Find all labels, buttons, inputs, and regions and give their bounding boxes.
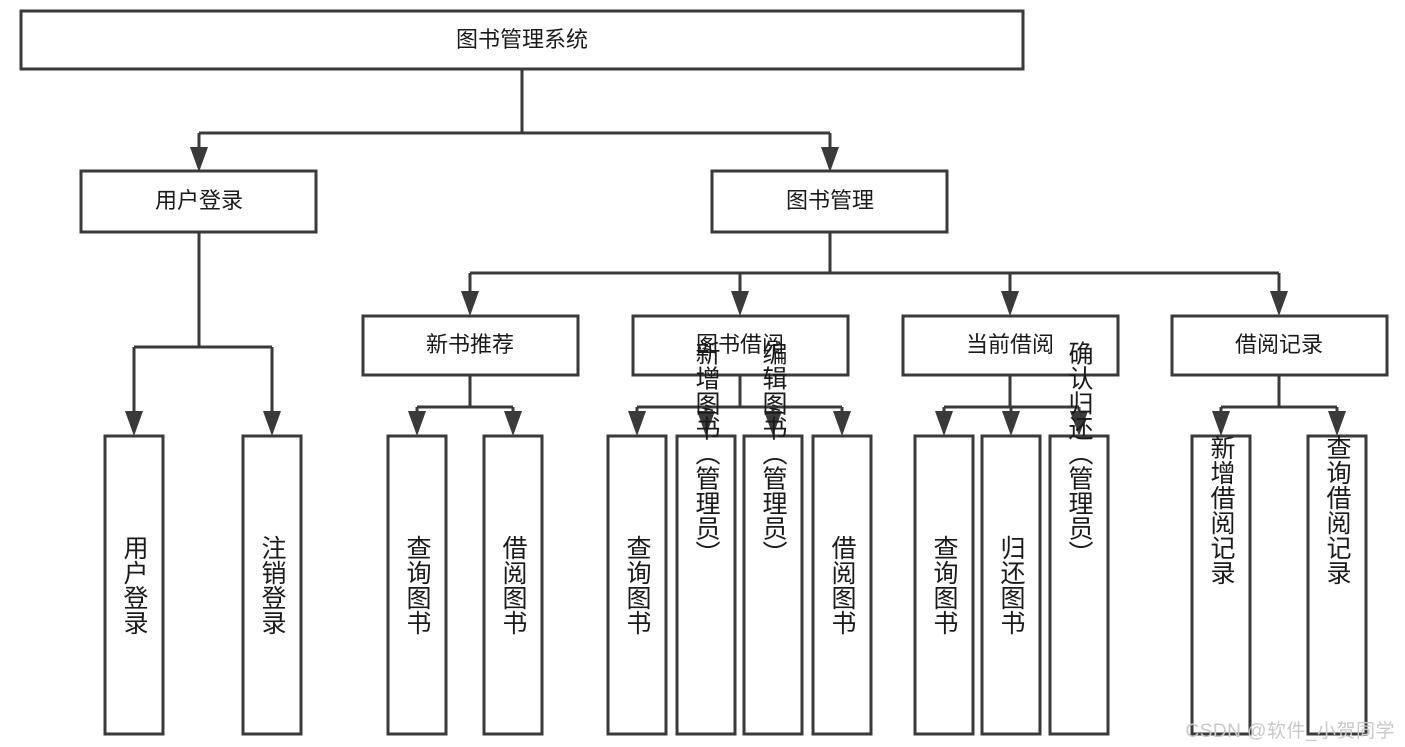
node-new-book-recommend[interactable]: 新书推荐 bbox=[361, 314, 580, 377]
arrow-to-leaf-query-record bbox=[1328, 411, 1346, 436]
node-leaf-query-book-1[interactable]: 查询图书 bbox=[386, 434, 448, 736]
node-leaf-query-record-box[interactable] bbox=[1306, 434, 1368, 736]
node-leaf-add-record-box[interactable] bbox=[1190, 434, 1252, 736]
edge-user-login-trunk bbox=[132, 232, 274, 422]
node-leaf-borrow-book-1[interactable]: 借阅图书 bbox=[482, 434, 544, 736]
node-new-book-recommend-box[interactable] bbox=[361, 314, 580, 377]
node-leaf-query-book-2-label: 查询图书 bbox=[623, 535, 652, 635]
edge-group bbox=[125, 69, 1346, 436]
node-leaf-logout-login-label: 注销登录 bbox=[258, 535, 287, 635]
node-leaf-query-record[interactable]: 查询借阅记录 bbox=[1306, 434, 1368, 736]
node-leaf-logout-login[interactable]: 注销登录 bbox=[241, 434, 303, 736]
node-root-label: 图书管理系统 bbox=[456, 27, 588, 52]
arrow-to-leaf-add-book bbox=[697, 411, 715, 436]
node-user-login[interactable]: 用户登录 bbox=[79, 169, 318, 234]
node-book-management-box[interactable] bbox=[710, 169, 949, 234]
node-leaf-return-book-label: 归还图书 bbox=[997, 535, 1026, 635]
arrow-to-leaf-user-login bbox=[125, 411, 143, 436]
node-root[interactable]: 图书管理系统 bbox=[19, 9, 1025, 71]
arrow-to-leaf-return-book bbox=[1002, 411, 1020, 436]
node-leaf-borrow-book-2-label: 借阅图书 bbox=[828, 535, 857, 635]
node-book-borrow-box[interactable] bbox=[631, 314, 850, 377]
node-user-login-box[interactable] bbox=[79, 169, 318, 234]
arrow-to-book-management bbox=[821, 147, 839, 172]
node-leaf-confirm-return-box[interactable] bbox=[1048, 434, 1110, 736]
node-leaf-add-record-label: 新增借阅记录 bbox=[1207, 435, 1236, 585]
node-leaf-logout-login-box[interactable] bbox=[241, 434, 303, 736]
edge-root-trunk bbox=[197, 69, 832, 158]
node-leaf-query-book-3[interactable]: 查询图书 bbox=[913, 434, 975, 736]
edge-book-management-trunk bbox=[468, 232, 1281, 302]
node-leaf-borrow-book-1-box[interactable] bbox=[482, 434, 544, 736]
node-leaf-add-record[interactable]: 新增借阅记录 bbox=[1190, 434, 1252, 736]
node-leaf-confirm-return-label: 确认归还（管理员） bbox=[1065, 341, 1094, 566]
node-borrow-record[interactable]: 借阅记录 bbox=[1170, 314, 1389, 377]
arrow-to-new-book-recommend bbox=[461, 291, 479, 316]
node-leaf-query-book-3-label: 查询图书 bbox=[930, 535, 959, 635]
node-current-borrow[interactable]: 当前借阅 bbox=[901, 314, 1120, 377]
node-borrow-record-label: 借阅记录 bbox=[1235, 332, 1323, 357]
arrow-to-leaf-edit-book bbox=[764, 411, 782, 436]
node-leaf-query-book-2[interactable]: 查询图书 bbox=[606, 434, 668, 736]
node-leaf-user-login-label: 用户登录 bbox=[120, 535, 149, 635]
arrow-to-leaf-query-book-1 bbox=[408, 411, 426, 436]
arrow-to-leaf-query-book-3 bbox=[935, 411, 953, 436]
node-borrow-record-box[interactable] bbox=[1170, 314, 1389, 377]
arrow-to-user-login bbox=[190, 147, 208, 172]
arrow-to-leaf-borrow-book-2 bbox=[833, 411, 851, 436]
node-leaf-borrow-book-2-box[interactable] bbox=[811, 434, 873, 736]
arrow-to-current-borrow bbox=[1001, 291, 1019, 316]
edge-book-borrow-trunk bbox=[635, 375, 844, 422]
node-leaf-borrow-book-2[interactable]: 借阅图书 bbox=[811, 434, 873, 736]
node-leaf-confirm-return[interactable]: 确认归还（管理员） bbox=[1048, 341, 1110, 736]
node-leaf-user-login[interactable]: 用户登录 bbox=[103, 434, 165, 736]
arrow-to-borrow-record bbox=[1270, 291, 1288, 316]
node-root-box[interactable] bbox=[19, 9, 1025, 71]
node-leaf-edit-book-box[interactable] bbox=[742, 434, 804, 736]
node-current-borrow-label: 当前借阅 bbox=[966, 332, 1054, 357]
node-book-borrow-label: 图书借阅 bbox=[696, 332, 784, 357]
node-user-login-label: 用户登录 bbox=[155, 188, 243, 213]
edge-new-book-recommend-trunk bbox=[415, 375, 515, 422]
node-leaf-edit-book-label: 编辑图书（管理员） bbox=[759, 341, 788, 566]
arrow-to-book-borrow bbox=[731, 291, 749, 316]
node-new-book-recommend-label: 新书推荐 bbox=[426, 332, 514, 357]
node-leaf-return-book-box[interactable] bbox=[980, 434, 1042, 736]
node-leaf-query-record-label: 查询借阅记录 bbox=[1323, 435, 1352, 585]
node-leaf-return-book[interactable]: 归还图书 bbox=[980, 434, 1042, 736]
node-leaf-query-book-1-box[interactable] bbox=[386, 434, 448, 736]
node-leaf-query-book-3-box[interactable] bbox=[913, 434, 975, 736]
node-book-management-label: 图书管理 bbox=[786, 188, 874, 213]
node-leaf-add-book[interactable]: 新增图书（管理员） bbox=[675, 341, 737, 736]
node-leaf-edit-book[interactable]: 编辑图书（管理员） bbox=[742, 341, 804, 736]
node-leaf-user-login-box[interactable] bbox=[103, 434, 165, 736]
node-leaf-query-book-1-label: 查询图书 bbox=[403, 535, 432, 635]
node-leaf-add-book-box[interactable] bbox=[675, 434, 737, 736]
csdn-watermark: CSDN @软件_小贺同学 bbox=[1185, 721, 1395, 742]
arrow-to-leaf-logout-login bbox=[263, 411, 281, 436]
node-leaf-borrow-book-1-label: 借阅图书 bbox=[499, 535, 528, 635]
node-leaf-query-book-2-box[interactable] bbox=[606, 434, 668, 736]
node-book-borrow[interactable]: 图书借阅 bbox=[631, 314, 850, 377]
node-current-borrow-box[interactable] bbox=[901, 314, 1120, 377]
node-book-management[interactable]: 图书管理 bbox=[710, 169, 949, 234]
node-leaf-add-book-label: 新增图书（管理员） bbox=[692, 341, 721, 566]
arrow-to-leaf-borrow-book-1 bbox=[504, 411, 522, 436]
arrow-to-leaf-add-record bbox=[1212, 411, 1230, 436]
arrow-to-leaf-query-book-2 bbox=[628, 411, 646, 436]
edge-borrow-record-trunk bbox=[1219, 375, 1339, 422]
arrow-to-leaf-confirm-return bbox=[1070, 411, 1088, 436]
